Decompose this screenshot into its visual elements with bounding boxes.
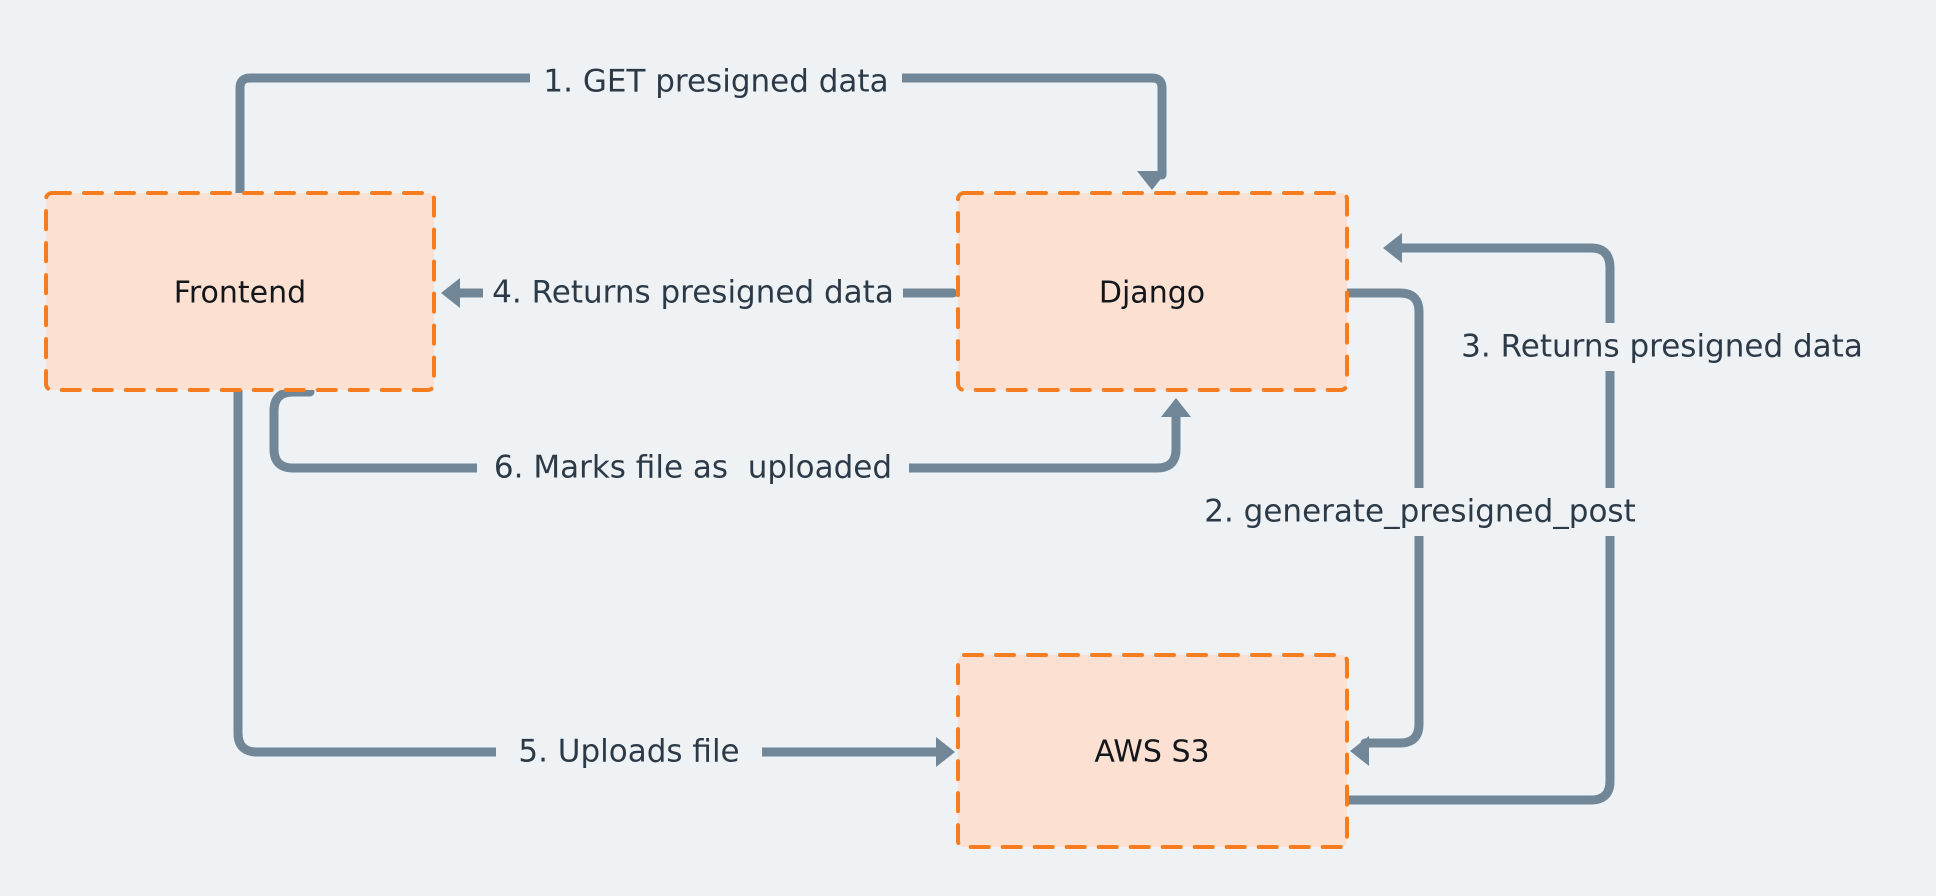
arrowhead-e2 <box>1350 736 1369 766</box>
arrowhead-e3 <box>1383 233 1402 263</box>
edge-label-text-e1: 1. GET presigned data <box>543 64 888 100</box>
node-label-aws_s3: AWS S3 <box>1094 735 1209 770</box>
edge-label-backdrop-e5 <box>496 728 762 776</box>
node-box-aws_s3[interactable] <box>956 653 1349 849</box>
edge-line-e6 <box>269 387 1181 473</box>
node-box-frontend[interactable] <box>44 191 436 392</box>
arrowhead-e5 <box>936 737 955 767</box>
edge-label-e5: 5. Uploads file <box>496 728 762 776</box>
edge-label-text-e3: 3. Returns presigned data <box>1461 329 1863 365</box>
edge-label-e3: 3. Returns presigned data <box>1451 323 1873 371</box>
edge-label-backdrop-e1 <box>530 58 902 106</box>
node-frontend[interactable]: Frontend <box>44 191 436 392</box>
edge-label-e2: 2. generate_presigned_post <box>1195 488 1645 536</box>
edge-label-backdrop-e4 <box>483 269 903 317</box>
edge-label-text-e4: 4. Returns presigned data <box>492 275 894 311</box>
edge-label-e1: 1. GET presigned data <box>530 58 902 106</box>
edge-label-text-e6: 6. Marks file as uploaded <box>494 450 892 486</box>
edge-label-backdrop-e3 <box>1451 323 1873 371</box>
edge-e6 <box>269 387 1191 473</box>
edge-label-e4: 4. Returns presigned data <box>483 269 903 317</box>
edge-label-text-e5: 5. Uploads file <box>518 734 739 770</box>
edges-layer <box>233 73 1615 805</box>
node-label-django: Django <box>1099 276 1205 311</box>
edge-label-e6: 6. Marks file as uploaded <box>477 444 909 492</box>
arrowhead-e1 <box>1137 171 1167 190</box>
node-aws_s3[interactable]: AWS S3 <box>956 653 1349 849</box>
edge-e5 <box>233 385 955 767</box>
edge-label-backdrop-e2 <box>1195 488 1645 536</box>
edge-line-e5 <box>233 385 945 757</box>
node-box-django[interactable] <box>956 191 1349 392</box>
node-django[interactable]: Django <box>956 191 1349 392</box>
arrowhead-e4 <box>441 278 460 308</box>
edge-label-text-e2: 2. generate_presigned_post <box>1204 494 1635 530</box>
edge-label-backdrop-e6 <box>477 444 909 492</box>
edge-labels-layer: 1. GET presigned data 2. generate_presign… <box>477 58 1873 776</box>
arrowhead-e6 <box>1161 398 1191 417</box>
node-label-frontend: Frontend <box>174 276 306 311</box>
